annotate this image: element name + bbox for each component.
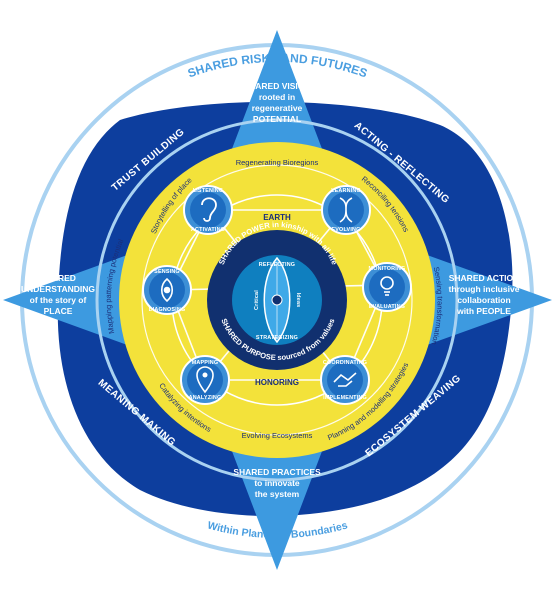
star-bottom-line1: SHARED PRACTICES — [233, 467, 321, 477]
yellow-top-label: Regenerating Bioregions — [236, 158, 319, 167]
cap-learning-label: LEARNING — [331, 188, 361, 194]
capability-node-sensing: SENSING DIAGNOSING — [142, 265, 192, 315]
star-top-line4: POTENTIAL — [253, 114, 301, 124]
inner-earth-label: EARTH — [263, 213, 291, 222]
star-left-line1: SHARED — [40, 273, 76, 283]
cap-monitoring-label: MONITORING — [369, 266, 406, 272]
capability-node-coordinating: COORDINATING IMPLEMENTING — [320, 355, 370, 405]
middle-light-ring — [95, 118, 459, 482]
cap-activating-label: ACTIVATING — [191, 227, 225, 233]
inner-honoring-label: HONORING — [255, 378, 299, 387]
center-ideas: Ideas — [295, 293, 301, 308]
star-top-line2: rooted in — [259, 92, 295, 102]
cap-sensing-label: SENSING — [154, 269, 180, 275]
star-top-line3: regenerative — [252, 103, 303, 113]
star-left-line2: UNDERSTANDING — [21, 284, 95, 294]
capability-node-learning: LEARNING EVOLVING — [321, 185, 371, 235]
capability-node-monitoring: MONITORING EVALUATING — [362, 262, 412, 312]
star-top-line1: SHARED VISION — [243, 81, 310, 91]
cap-coordinating-label: COORDINATING — [323, 360, 367, 366]
lightbulb-icon — [380, 276, 394, 296]
center-strategizing: STRATEGIZING — [256, 335, 298, 341]
yellow-bottom-label: Evolving Ecosystems — [242, 431, 313, 440]
ear-icon — [201, 197, 217, 222]
star-bottom-line3: the system — [255, 489, 300, 499]
star-right-line2: through inclusive — [449, 284, 520, 294]
yellow-inner-line — [141, 164, 413, 436]
cap-implementing-label: IMPLEMENTING — [323, 395, 367, 401]
cap-diagnosing-label: DIAGNOSING — [149, 307, 186, 313]
dna-icon — [339, 197, 353, 223]
cap-analyzing-label: ANALYZING — [189, 395, 222, 401]
cap-listening-label: LISTENING — [193, 188, 224, 194]
star-right-line3: collaboration — [457, 295, 510, 305]
map-pin-icon — [196, 366, 214, 394]
star-right-line4: with PEOPLE — [456, 306, 511, 316]
eye-icon — [160, 277, 174, 303]
cap-evolving-label: EVOLVING — [331, 227, 360, 233]
capability-node-mapping: MAPPING ANALYZING — [180, 355, 230, 405]
center-reflecting: REFLECTING — [259, 262, 295, 268]
star-left-line4: PLACE — [44, 306, 73, 316]
cap-mapping-label: MAPPING — [192, 360, 219, 366]
star-left-line3: of the story of — [30, 295, 87, 305]
star-right-line1: SHARED ACTION — [449, 273, 520, 283]
center-critical: Critical — [254, 290, 260, 310]
capability-node-listening: LISTENING ACTIVATING — [183, 185, 233, 235]
handshake-icon — [333, 372, 357, 387]
cap-evaluating-label: EVALUATING — [369, 304, 405, 310]
star-bottom-line2: to innovate — [254, 478, 300, 488]
